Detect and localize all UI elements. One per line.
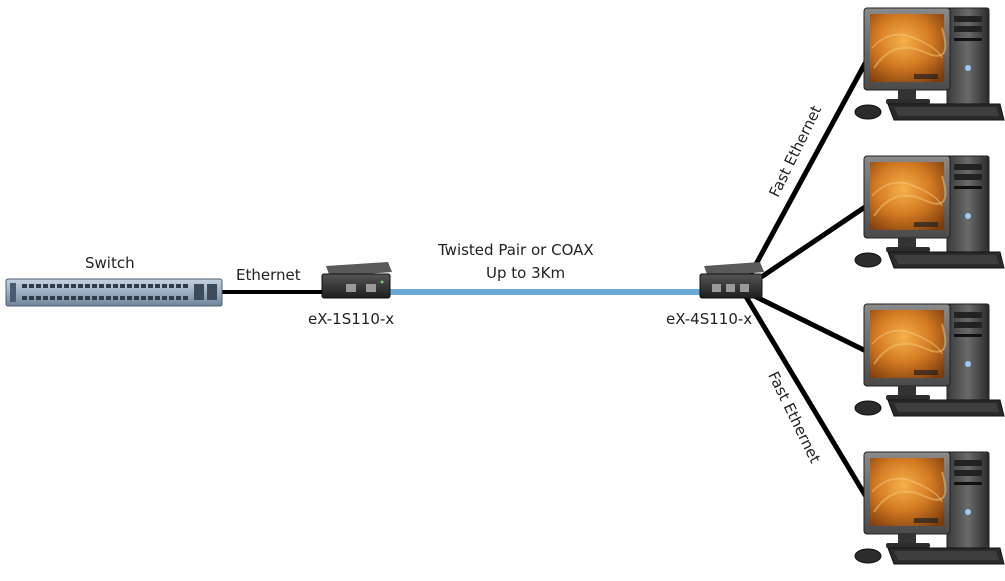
- desktop-computer-icon: [854, 155, 1005, 269]
- ethernet-label: Ethernet: [236, 266, 301, 284]
- desktop-computer-icon: [854, 7, 1005, 121]
- network-switch-icon: [5, 278, 223, 307]
- switch-label: Switch: [85, 254, 135, 272]
- extender-device-icon: [699, 262, 764, 299]
- pc-cable-3: [740, 287, 870, 355]
- link-label-line2: Up to 3Km: [486, 264, 566, 282]
- pc-cable-1: [739, 56, 871, 292]
- link-label-line1: Twisted Pair or COAX: [438, 241, 594, 259]
- pc-cable-4: [739, 288, 871, 502]
- extender-device-icon: [321, 262, 392, 299]
- device-local-label: eX-1S110-x: [308, 310, 395, 328]
- device-remote-label: eX-4S110-x: [666, 310, 753, 328]
- desktop-computer-icon: [854, 303, 1005, 417]
- pc-cable-2: [740, 202, 870, 293]
- desktop-computer-icon: [854, 451, 1005, 565]
